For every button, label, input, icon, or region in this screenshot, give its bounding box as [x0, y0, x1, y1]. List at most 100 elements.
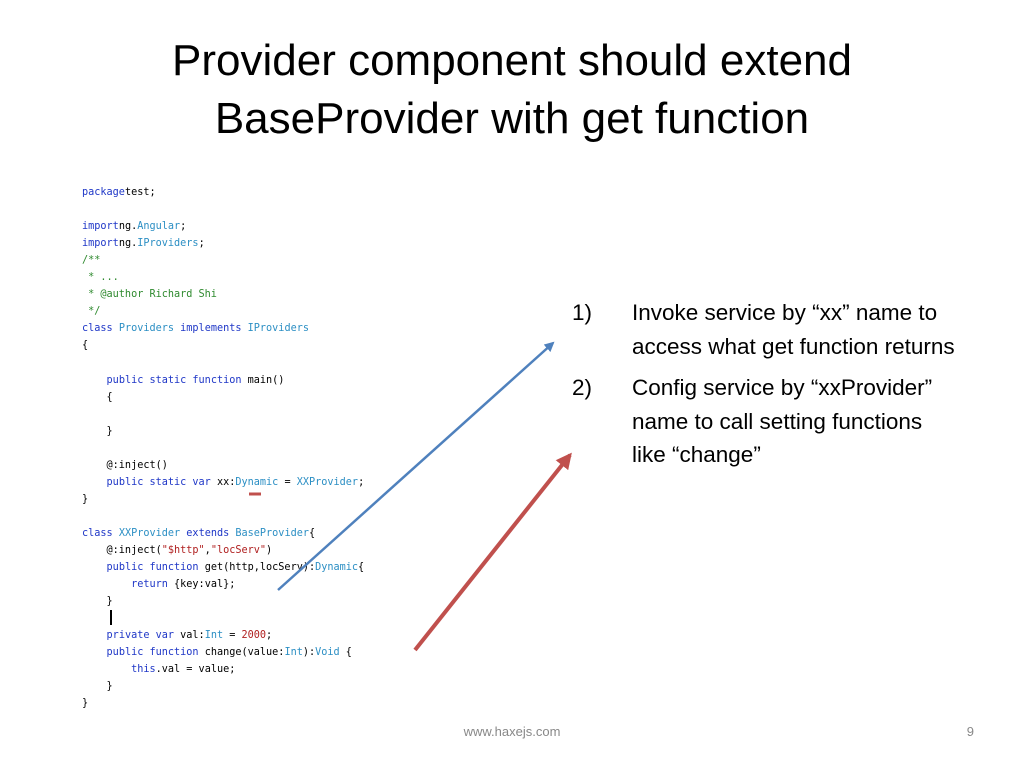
- code-token: ):: [302, 647, 316, 659]
- code-token: {: [339, 647, 352, 659]
- code-token: import: [82, 238, 119, 250]
- code-token: Int: [204, 630, 224, 642]
- code-token: class: [82, 323, 113, 335]
- code-token: ng.: [118, 221, 138, 233]
- code-token: import: [82, 221, 119, 233]
- code-line: }: [82, 698, 88, 709]
- code-token: get(http,locServ):: [198, 562, 316, 574]
- code-screenshot: packagetest; importng.Angular; importng.…: [78, 180, 438, 720]
- code-token: {: [358, 562, 365, 574]
- list-item: 2) Config service by “xxProvider” name t…: [572, 371, 972, 472]
- code-line: public static var xx:Dynamic = XXProvide…: [82, 476, 365, 488]
- red-arrow: [413, 452, 572, 652]
- code-token: =: [278, 476, 297, 488]
- code-token: public static var: [106, 476, 211, 488]
- code-token: xx:: [210, 476, 236, 488]
- code-token: test;: [124, 187, 156, 198]
- code-line: class XXProvider extends BaseProvider{: [82, 528, 315, 539]
- code-line: * @author Richard Shi: [82, 289, 217, 300]
- code-token: private var: [106, 630, 175, 642]
- code-token: IProviders: [137, 238, 199, 250]
- code-line: }: [82, 596, 113, 607]
- code-line: @:inject("$http","locServ"): [82, 544, 273, 556]
- code-token: XXProvider: [296, 476, 359, 488]
- code-token: }: [82, 698, 89, 710]
- code-token: public static function: [106, 374, 242, 386]
- code-token: }: [82, 425, 113, 437]
- slide-title-line-2: BaseProvider with get function: [214, 94, 810, 143]
- code-token: {key:val};: [167, 579, 236, 591]
- code-token: }: [82, 681, 113, 693]
- code-token: Void: [315, 647, 340, 659]
- code-token: BaseProvider: [235, 527, 309, 539]
- code-line: return {key:val};: [82, 579, 235, 590]
- code-line: public function change(value:Int):Void {: [82, 647, 352, 658]
- code-line: /**: [82, 255, 100, 266]
- list-item-text: Invoke service by “xx” name to access wh…: [632, 300, 955, 359]
- code-token: ,: [204, 544, 211, 556]
- code-token: IProviders: [247, 323, 309, 335]
- code-line: private var val:Int = 2000;: [82, 630, 273, 642]
- code-token: package: [82, 187, 125, 198]
- code-line: this.val = value;: [82, 664, 235, 675]
- blue-arrow: [277, 341, 555, 591]
- code-token: * ...: [82, 272, 119, 284]
- code-line: class Providers implements IProviders: [82, 323, 309, 334]
- code-token: ): [266, 544, 273, 556]
- code-token: =: [223, 630, 242, 642]
- code-token: {: [82, 340, 89, 352]
- code-line: importng.IProviders;: [82, 238, 205, 249]
- code-token: ng.: [118, 238, 138, 250]
- slide-title: Provider component should extend BasePro…: [60, 32, 964, 148]
- list-item-number: 2): [572, 375, 593, 400]
- code-token: ;: [180, 221, 187, 233]
- code-token: @:inject(): [82, 459, 168, 471]
- code-token: "locServ": [210, 544, 267, 556]
- code-token: class: [82, 527, 113, 539]
- code-listing: packagetest; importng.Angular; importng.…: [82, 184, 364, 712]
- code-token: this: [131, 664, 156, 676]
- code-token: Angular: [137, 221, 181, 233]
- code-token: Dynamic: [315, 562, 359, 574]
- code-line: importng.Angular;: [82, 221, 186, 232]
- code-token: * @author Richard Shi: [82, 289, 217, 301]
- list-item: 1) Invoke service by “xx” name to access…: [572, 296, 972, 363]
- code-line: @:inject(): [82, 460, 168, 471]
- footer-url: www.haxejs.com: [463, 724, 561, 739]
- list-item-text: Config service by “xxProvider” name to c…: [632, 375, 933, 467]
- code-token: }: [82, 493, 89, 505]
- code-token: "$http": [161, 544, 205, 556]
- numbered-list: 1) Invoke service by “xx” name to access…: [572, 296, 972, 480]
- code-token: public function: [106, 562, 199, 574]
- code-token: ;: [358, 476, 365, 488]
- code-token: val:: [174, 630, 205, 642]
- code-token: change(value:: [198, 647, 285, 659]
- code-line: {: [82, 340, 88, 351]
- code-token: implements: [180, 323, 242, 335]
- code-token: main(): [241, 374, 285, 386]
- code-line: */: [82, 306, 100, 317]
- code-line: {: [82, 392, 113, 403]
- slide-title-line-1: Provider component should extend: [172, 36, 852, 85]
- code-token: Int: [284, 647, 303, 659]
- code-line: public static function main(): [82, 374, 285, 386]
- code-token: /**: [82, 255, 101, 267]
- code-token: .val = value;: [155, 664, 236, 676]
- code-token: {: [82, 391, 113, 403]
- code-line: * ...: [82, 272, 119, 283]
- code-line: packagetest;: [82, 187, 156, 198]
- code-token: extends: [186, 527, 230, 539]
- code-line: }: [82, 494, 88, 505]
- code-line: }: [82, 681, 113, 692]
- code-line: public function get(http,locServ):Dynami…: [82, 562, 365, 574]
- page-number: 9: [966, 724, 974, 739]
- code-token: */: [82, 306, 101, 318]
- code-token: 2000: [241, 630, 267, 642]
- code-token: }: [82, 596, 113, 608]
- code-token: return: [131, 579, 168, 591]
- code-token: {: [308, 527, 316, 539]
- code-token: Dynamic: [235, 476, 279, 488]
- code-token: ;: [198, 238, 205, 250]
- code-token: ;: [266, 630, 273, 642]
